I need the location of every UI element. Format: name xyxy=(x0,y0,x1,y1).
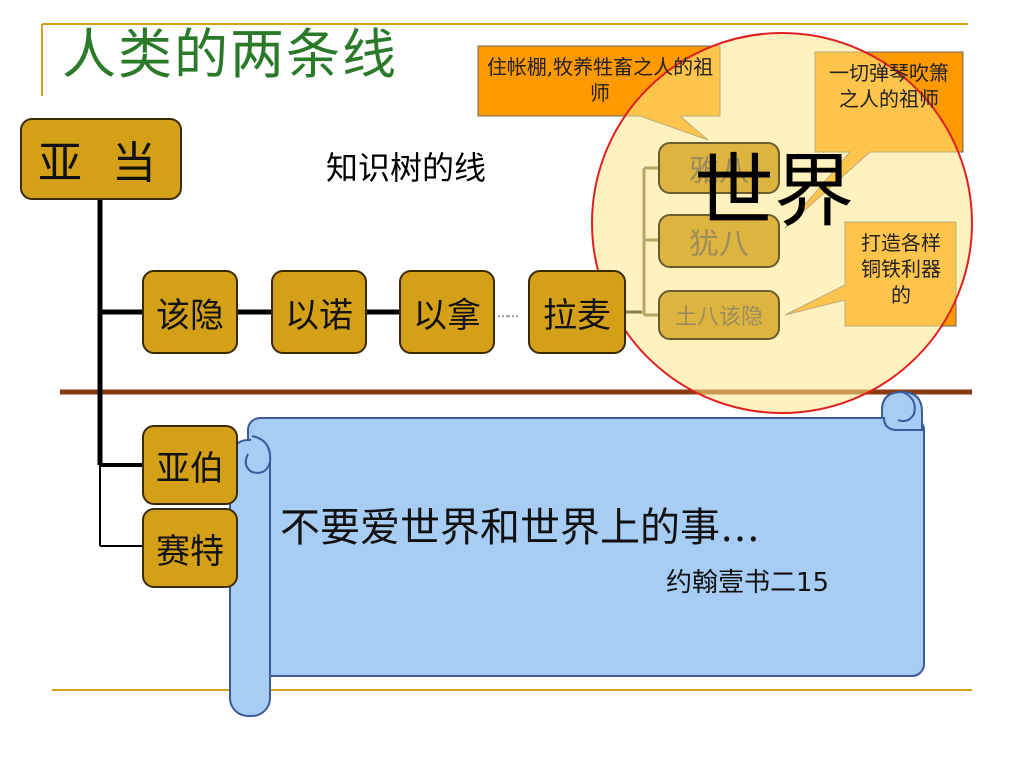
node-seth: 赛特 xyxy=(142,508,238,588)
node-tubal-cain: 土八该隐 xyxy=(658,290,780,340)
scroll-verse: 不要爱世界和世界上的事… xyxy=(280,505,760,551)
knowledge-tree-label: 知识树的线 xyxy=(326,149,487,187)
node-abel: 亚伯 xyxy=(142,425,238,505)
node-adam: 亚 当 xyxy=(20,118,182,200)
scroll-shape xyxy=(229,390,925,717)
node-jabal: 雅八 xyxy=(658,142,780,194)
node-jubal: 犹八 xyxy=(658,214,780,268)
scroll-reference: 约翰壹书二15 xyxy=(666,568,830,598)
node-cain: 该隐 xyxy=(142,270,238,354)
node-lamech: 拉麦 xyxy=(528,270,626,354)
node-irad: 以拿 xyxy=(399,270,495,354)
tubal-callout-text: 打造各样铜铁利器的 xyxy=(861,231,941,307)
jubal-callout-text: 一切弹琴吹箫之人的祖师 xyxy=(829,61,949,111)
ellipsis-link: …… xyxy=(497,306,519,320)
page-title: 人类的两条线 xyxy=(62,23,398,86)
node-enoch: 以诺 xyxy=(271,270,367,354)
world-label: 世界 xyxy=(694,145,854,238)
jabal-callout-text: 住帐棚,牧养牲畜之人的祖师 xyxy=(486,55,714,105)
